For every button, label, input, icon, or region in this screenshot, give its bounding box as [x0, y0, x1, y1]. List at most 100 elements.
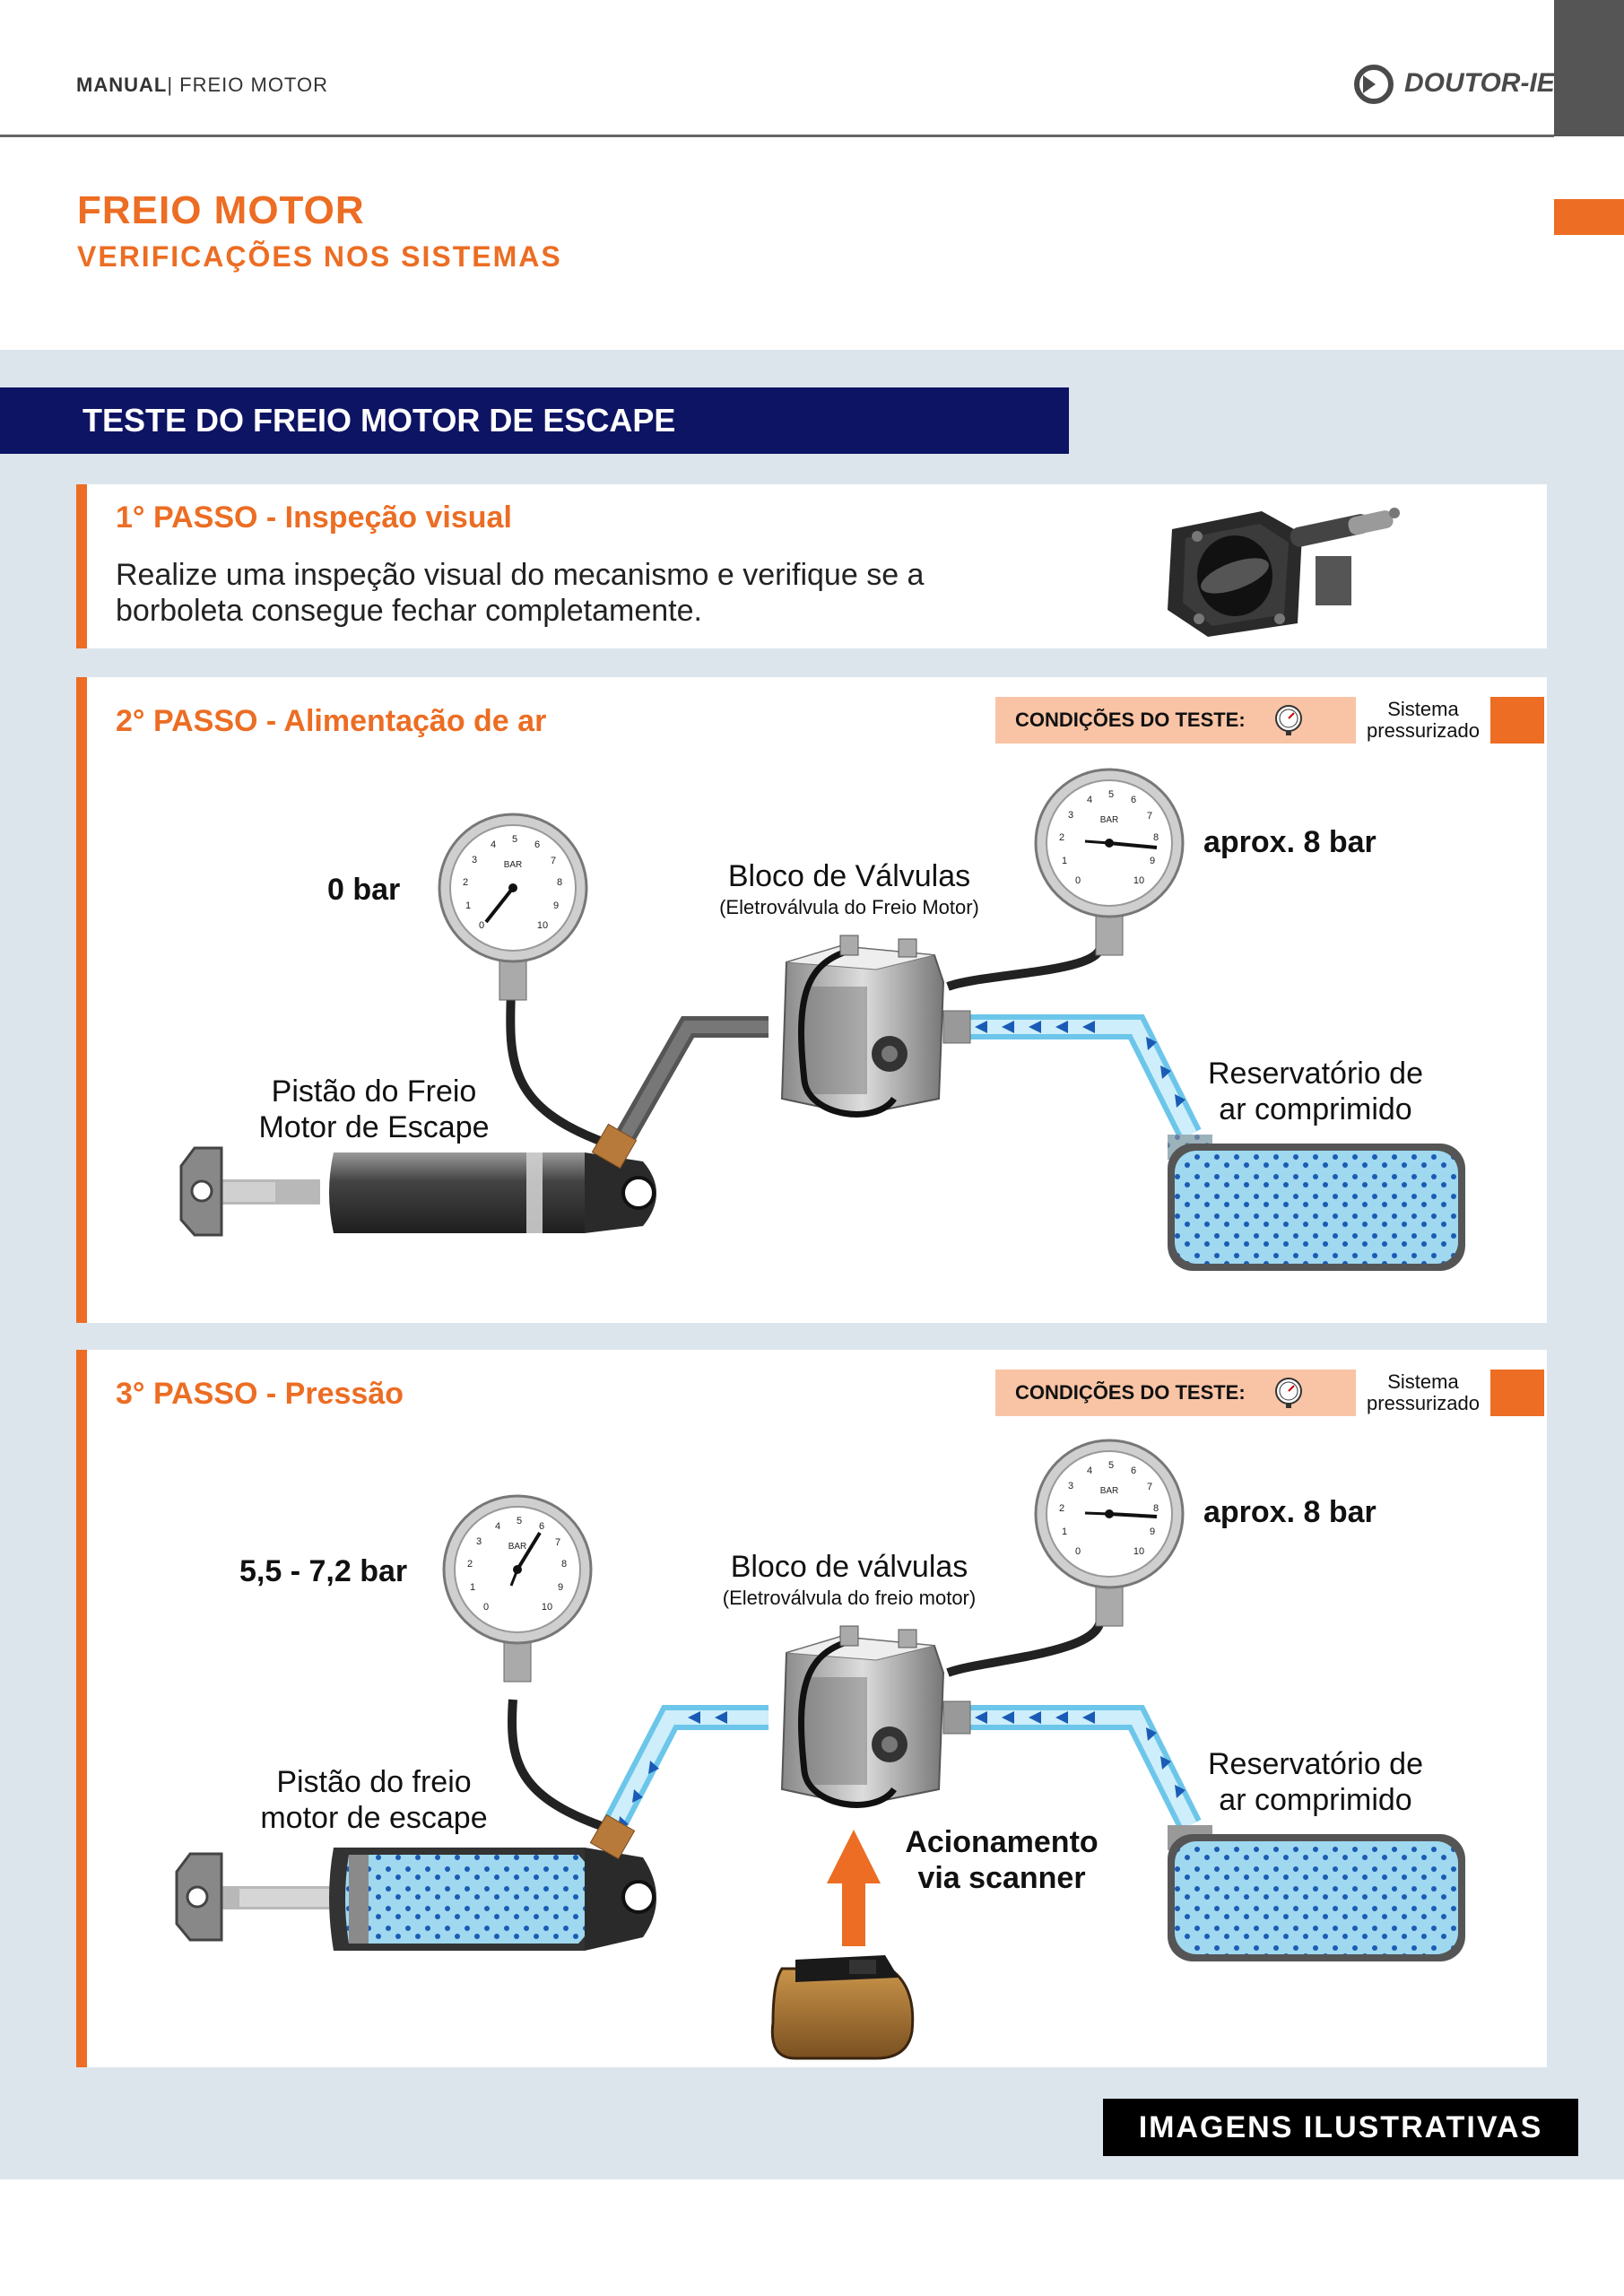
step2-status-line2: pressurizado — [1367, 719, 1480, 742]
svg-text:2: 2 — [467, 1559, 473, 1570]
svg-text:10: 10 — [1133, 875, 1144, 886]
svg-text:8: 8 — [561, 1559, 567, 1570]
logo-text: DOUTOR-IE — [1404, 67, 1555, 98]
step2-card: 2° PASSO - Alimentação de ar CONDIÇÕES D… — [76, 677, 1547, 1323]
svg-text:4: 4 — [491, 839, 496, 850]
svg-text:7: 7 — [1147, 1482, 1152, 1492]
svg-text:1: 1 — [470, 1582, 475, 1593]
svg-text:5: 5 — [512, 834, 517, 845]
step2-reservoir-line2: ar comprimido — [1219, 1092, 1412, 1126]
brand-logo: DOUTOR-IE — [1354, 65, 1555, 104]
page-title: FREIO MOTOR — [77, 188, 365, 232]
step3-valve-label: Bloco de válvulas — [730, 1550, 968, 1584]
svg-text:10: 10 — [542, 1602, 552, 1613]
step3-valve-block — [780, 1625, 945, 1808]
step3-scanner-line1: Acionamento — [905, 1825, 1099, 1859]
step3-left-reading: 5,5 - 7,2 bar — [239, 1554, 408, 1588]
step2-flow-arrows — [975, 1021, 1185, 1108]
page-side-marker — [1554, 199, 1624, 235]
page-subtitle: VERIFICAÇÕES NOS SISTEMAS — [77, 240, 562, 273]
step2-diagram — [179, 935, 1465, 1271]
step1-title: 1° PASSO - Inspeção visual — [116, 500, 512, 535]
header-section: | FREIO MOTOR — [167, 74, 328, 96]
step2-conditions-accent — [1490, 697, 1544, 744]
svg-text:BAR: BAR — [508, 1542, 527, 1552]
svg-text:8: 8 — [557, 877, 562, 888]
step2-right-reading: aprox. 8 bar — [1203, 825, 1376, 859]
step2-status: Sistema pressurizado — [1356, 698, 1490, 742]
svg-text:0: 0 — [1075, 875, 1081, 886]
step3-reservoir-line1: Reservatório de — [1207, 1747, 1423, 1781]
step2-valve-block — [780, 935, 945, 1118]
step2-piston-line1: Pistão do Freio — [271, 1074, 477, 1109]
step3-reservoir-line2: ar comprimido — [1219, 1783, 1412, 1817]
step2-piston-line2: Motor de Escape — [258, 1110, 490, 1144]
svg-text:0: 0 — [479, 920, 484, 931]
scanner-arrow-icon — [827, 1830, 881, 1946]
svg-text:8: 8 — [1153, 1503, 1159, 1514]
svg-text:7: 7 — [1147, 811, 1152, 822]
svg-text:5: 5 — [1108, 789, 1114, 800]
step1-text-line1: Realize uma inspeção visual do mecanismo… — [116, 558, 925, 592]
step3-status-line2: pressurizado — [1367, 1392, 1480, 1414]
header-manual: MANUAL — [76, 74, 168, 96]
svg-text:9: 9 — [553, 900, 559, 911]
svg-text:BAR: BAR — [1100, 1486, 1119, 1496]
svg-text:9: 9 — [1150, 856, 1155, 866]
step1-text-line2: borboleta consegue fechar completamente. — [116, 594, 702, 628]
svg-text:1: 1 — [1062, 1526, 1067, 1537]
svg-text:6: 6 — [1131, 1465, 1136, 1476]
step2-status-line1: Sistema — [1387, 698, 1459, 720]
header-divider — [0, 135, 1554, 137]
svg-text:8: 8 — [1153, 832, 1159, 843]
svg-text:3: 3 — [1068, 810, 1073, 821]
svg-text:3: 3 — [476, 1536, 482, 1547]
pressure-gauge-icon — [1274, 1378, 1302, 1408]
step2-reservoir-line1: Reservatório de — [1207, 1057, 1423, 1091]
svg-text:2: 2 — [463, 877, 468, 888]
butterfly-valve-image — [1168, 508, 1400, 637]
svg-text:4: 4 — [495, 1521, 500, 1532]
svg-text:6: 6 — [1131, 795, 1136, 805]
step3-conditions-accent — [1490, 1370, 1544, 1416]
svg-text:4: 4 — [1087, 1465, 1092, 1476]
logo-icon — [1354, 65, 1394, 104]
step3-conditions-box: CONDIÇÕES DO TESTE: — [995, 1370, 1356, 1416]
step2-valve-sub: (Eletroválvula do Freio Motor) — [719, 896, 979, 918]
scanner-device-icon — [770, 1955, 915, 2060]
svg-text:1: 1 — [1062, 856, 1067, 866]
svg-text:0: 0 — [483, 1602, 489, 1613]
step2-title: 2° PASSO - Alimentação de ar — [116, 704, 547, 738]
svg-text:5: 5 — [1108, 1460, 1114, 1471]
step2-conditions-box: CONDIÇÕES DO TESTE: — [995, 697, 1356, 744]
gauge-unit: BAR — [504, 860, 523, 870]
section-banner: TESTE DO FREIO MOTOR DE ESCAPE — [0, 387, 1069, 454]
svg-text:BAR: BAR — [1100, 815, 1119, 825]
step3-conditions-label: CONDIÇÕES DO TESTE: — [1015, 1381, 1246, 1404]
step3-piston-line2: motor de escape — [260, 1801, 488, 1835]
step1-card: 1° PASSO - Inspeção visual Realize uma i… — [76, 484, 1547, 648]
step3-piston-line1: Pistão do freio — [276, 1765, 472, 1799]
step3-title: 3° PASSO - Pressão — [116, 1377, 404, 1411]
step3-diagram — [175, 1618, 1465, 2060]
svg-text:0: 0 — [1075, 1546, 1081, 1557]
step2-valve-label: Bloco de Válvulas — [727, 859, 971, 893]
header-breadcrumb: MANUAL| FREIO MOTOR — [76, 74, 328, 97]
svg-text:6: 6 — [539, 1521, 544, 1532]
step2-left-reading: 0 bar — [327, 873, 401, 907]
svg-text:10: 10 — [537, 920, 548, 931]
svg-text:7: 7 — [555, 1537, 560, 1548]
step2-test-conditions: CONDIÇÕES DO TESTE: Sistema pressurizado — [995, 697, 1544, 744]
svg-text:2: 2 — [1059, 832, 1064, 843]
illustrative-images-label: IMAGENS ILUSTRATIVAS — [1103, 2099, 1578, 2156]
svg-text:3: 3 — [1068, 1481, 1073, 1492]
svg-text:7: 7 — [551, 856, 556, 866]
step3-status-line1: Sistema — [1387, 1370, 1459, 1393]
svg-text:4: 4 — [1087, 795, 1092, 805]
step3-right-reading: aprox. 8 bar — [1203, 1495, 1376, 1529]
page-side-tab — [1554, 0, 1624, 136]
